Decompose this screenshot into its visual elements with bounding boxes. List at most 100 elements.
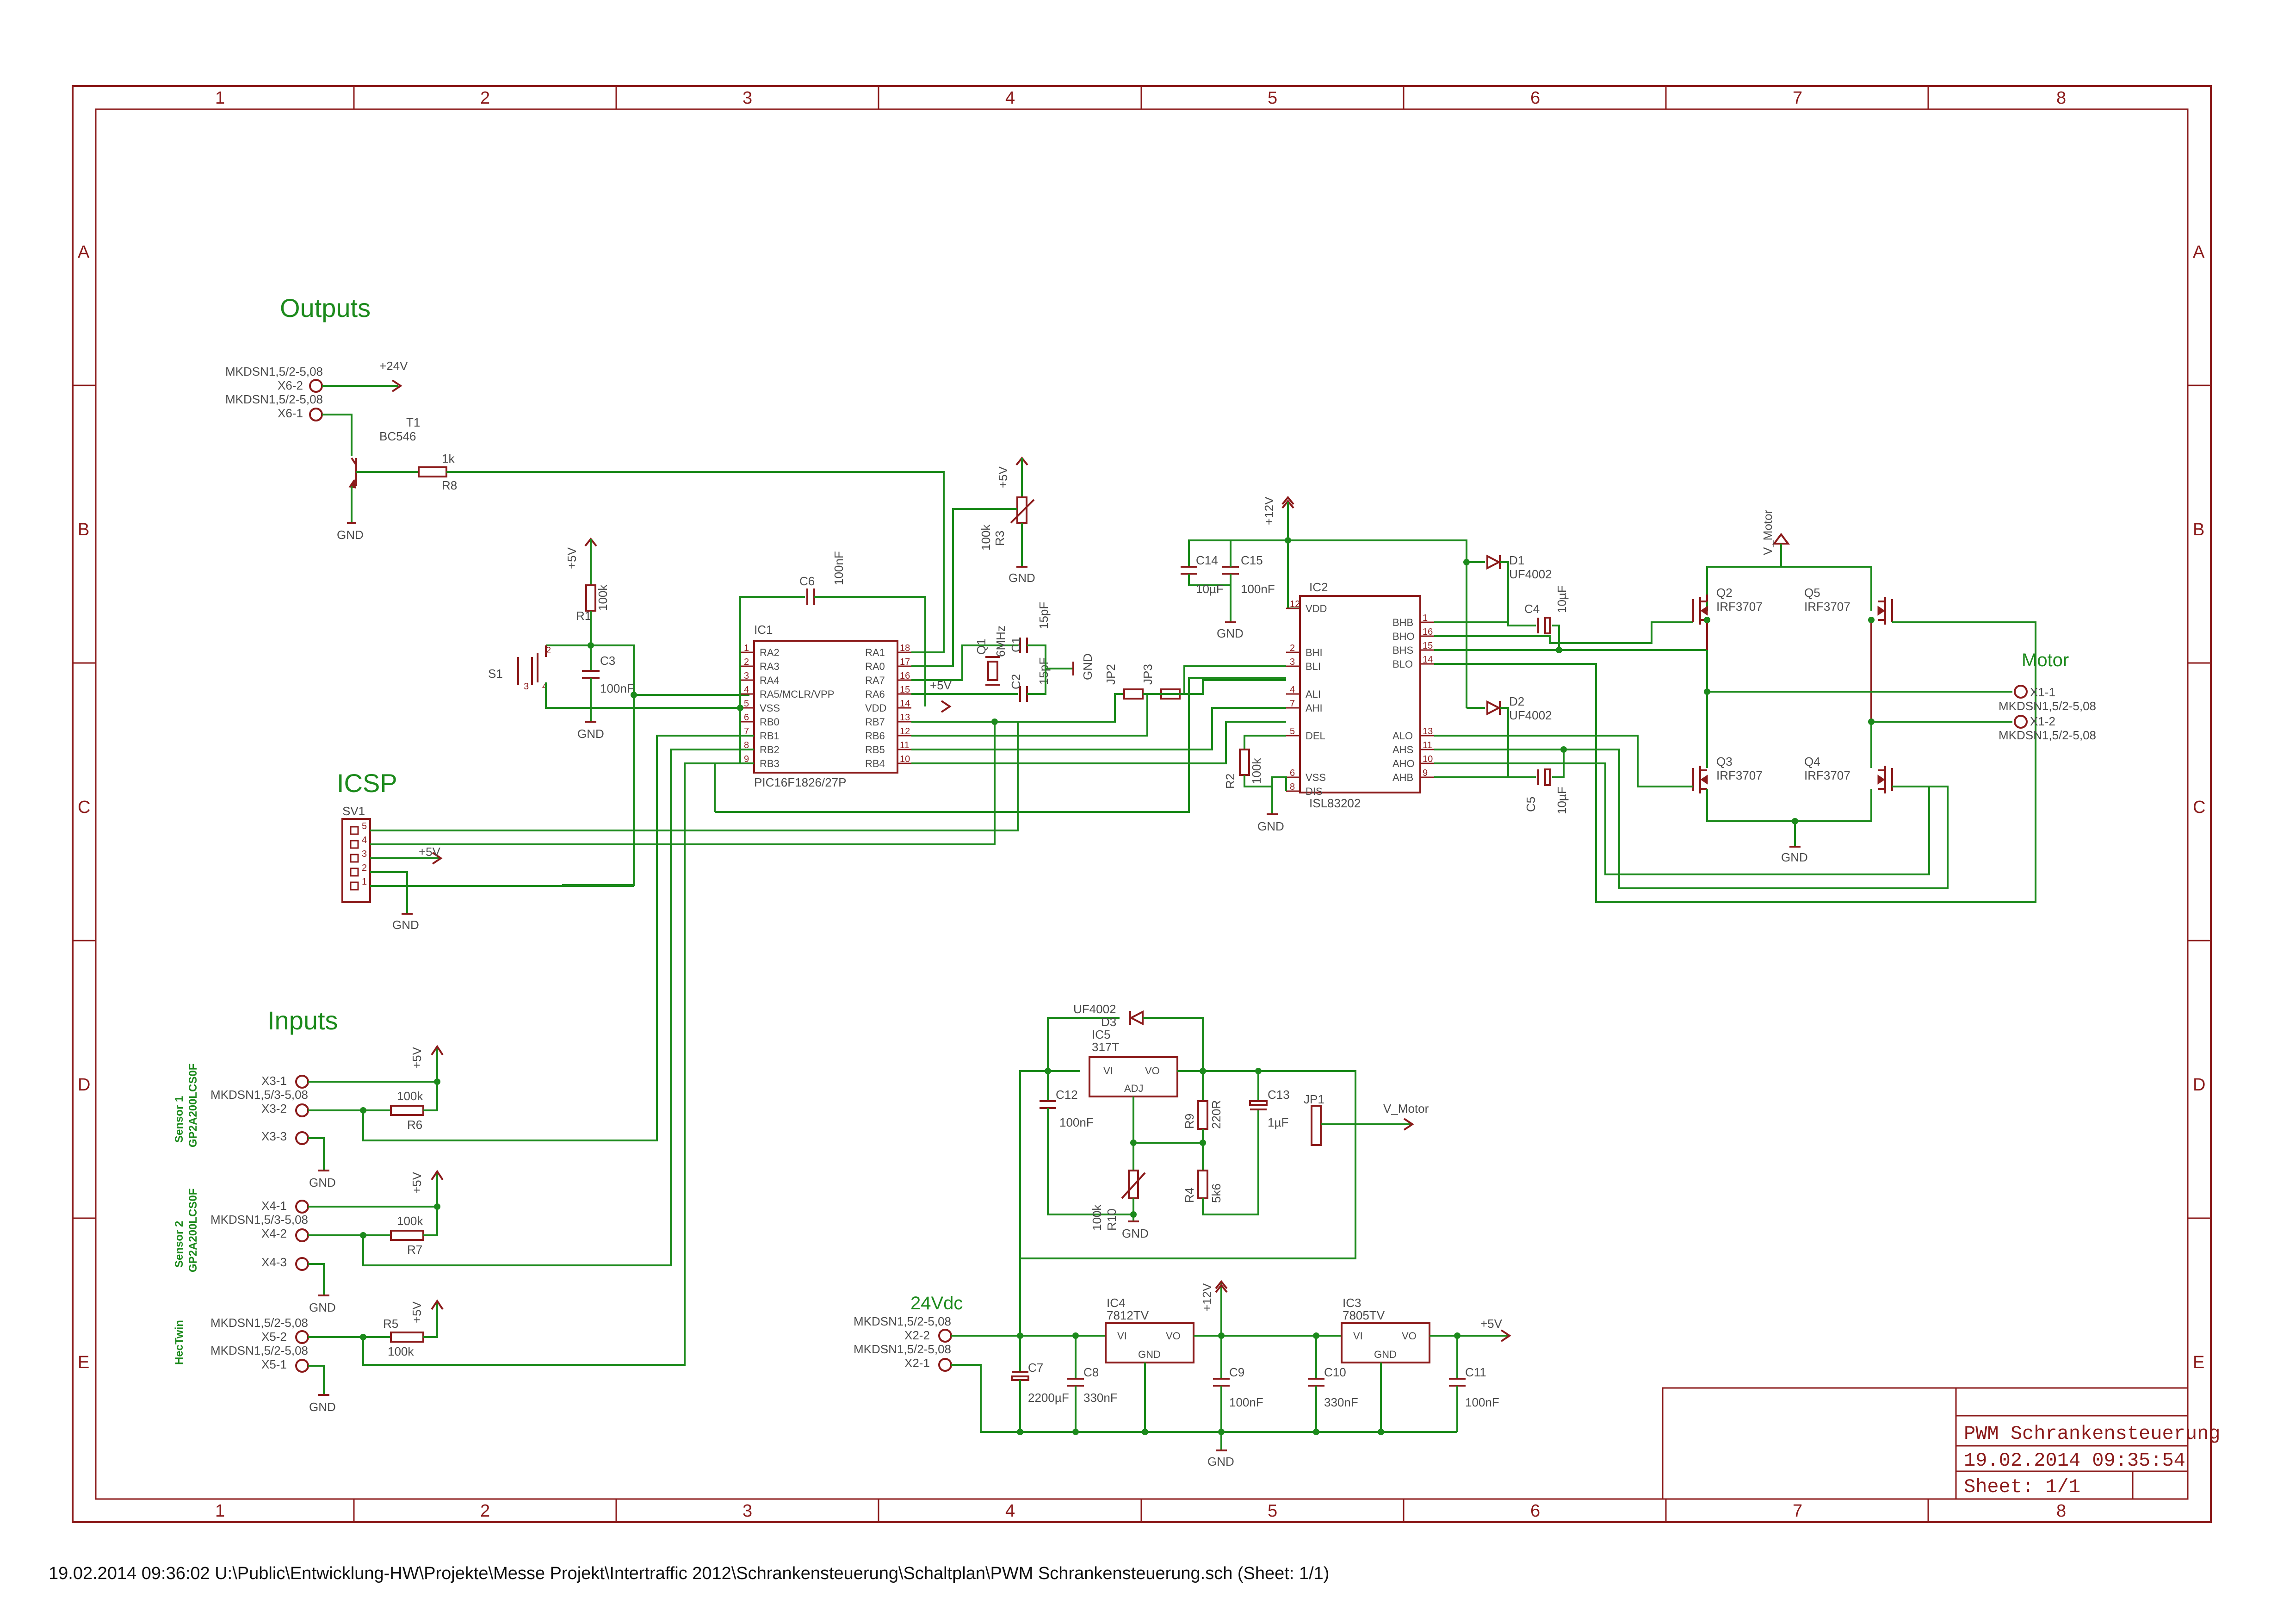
sensor1-label: Sensor 1 xyxy=(173,1096,186,1143)
c14-value: 10µF xyxy=(1196,582,1224,596)
ic2-pin-num: 3 xyxy=(1290,657,1295,667)
ic1-pin-label: RA5/MCLR/VPP xyxy=(760,688,834,700)
sv1-pin xyxy=(350,854,359,863)
ic2-pin-num: 16 xyxy=(1423,627,1433,637)
ic1-pin-num: 11 xyxy=(900,740,910,750)
r4-name: R4 xyxy=(1182,1188,1196,1203)
grid-row-label: A xyxy=(78,242,90,262)
ic2-pin-label: AHS xyxy=(1392,744,1413,756)
q4-value: IRF3707 xyxy=(1804,768,1850,782)
vmotor-out-label: V_Motor xyxy=(1383,1102,1429,1115)
sv1-pin-num: 4 xyxy=(362,835,367,845)
c7-value: 2200µF xyxy=(1028,1391,1069,1405)
x4-1-label: X4-1 xyxy=(261,1199,287,1213)
d1-value: UF4002 xyxy=(1509,567,1552,581)
ic2-pin-num: 5 xyxy=(1290,726,1295,737)
x1-2-terminal[interactable] xyxy=(2014,715,2028,729)
ic1-name: IC1 xyxy=(754,623,773,637)
x4-2-terminal[interactable] xyxy=(295,1228,309,1242)
x3-2-terminal[interactable] xyxy=(295,1103,309,1117)
ic2-pin-label: AHI xyxy=(1306,702,1323,714)
x5-2-label: X5-2 xyxy=(261,1330,287,1344)
grid-col-label: 6 xyxy=(1530,88,1540,108)
c15-name: C15 xyxy=(1241,553,1263,567)
ic2-pin-num: 7 xyxy=(1290,699,1295,709)
grid-col-label: 8 xyxy=(2056,1501,2066,1521)
r2-resistor xyxy=(1239,749,1250,776)
r1-name: R1 xyxy=(576,609,591,623)
t1-name: T1 xyxy=(406,415,420,429)
x3-1-label: X3-1 xyxy=(261,1074,287,1088)
x6-2-terminal[interactable] xyxy=(309,379,323,393)
r3-name: R3 xyxy=(993,531,1007,546)
h-bridge: V_Motor Q2 IRF3707 Q5 IRF3707 xyxy=(1675,509,2096,864)
ic3-name: IC3 xyxy=(1343,1296,1361,1310)
x5-gnd-label: GND xyxy=(309,1400,336,1414)
x6-1-terminal[interactable] xyxy=(309,408,323,421)
motor-regulator: UF4002 D3 IC5 317T VI VO ADJ C12 100nF R… xyxy=(1019,1002,1429,1261)
ic1-pin-label: RA6 xyxy=(865,688,885,700)
r10-value: 100k xyxy=(1090,1204,1104,1231)
ic2-value: ISL83202 xyxy=(1309,796,1361,810)
sv1-pin-num: 5 xyxy=(362,821,367,831)
ic2-pin-label: VSS xyxy=(1306,772,1326,783)
c6-value: 100nF xyxy=(832,551,846,585)
x1-1-terminal[interactable] xyxy=(2014,685,2028,699)
r3-value: 100k xyxy=(979,524,993,551)
ic1-pin-num: 5 xyxy=(744,699,749,709)
r2-gnd-label: GND xyxy=(1257,819,1284,833)
x3-1-terminal[interactable] xyxy=(295,1075,309,1089)
r3-5v-label: +5V xyxy=(996,466,1010,488)
ic2-pin-label: DIS xyxy=(1306,786,1323,797)
ic2-pin-label: VDD xyxy=(1306,603,1327,614)
s1-pin-3: 3 xyxy=(524,681,529,692)
x4-1-terminal[interactable] xyxy=(295,1200,309,1214)
t1-value: BC546 xyxy=(379,429,416,443)
x2-conn-label: MKDSN1,5/2-5,08 xyxy=(854,1314,951,1328)
grid-col-label: 4 xyxy=(1005,88,1015,108)
sv1-body[interactable] xyxy=(341,818,371,903)
ic4-gnd: GND xyxy=(1138,1349,1161,1360)
ic5-adj: ADJ xyxy=(1124,1083,1144,1094)
c4-name: C4 xyxy=(1524,602,1540,616)
ic1-pin-label: RA7 xyxy=(865,675,885,686)
s1-name: S1 xyxy=(488,667,503,681)
r6-name: R6 xyxy=(407,1118,422,1132)
jp1-jumper[interactable] xyxy=(1311,1105,1322,1146)
ic1-pin-label: RB3 xyxy=(760,758,780,769)
jp2-jumper[interactable] xyxy=(1123,688,1144,700)
c12-name: C12 xyxy=(1056,1088,1078,1102)
ic1-pin-label: RB4 xyxy=(865,758,885,769)
ic2-12v-arrow-icon xyxy=(1281,496,1294,505)
x2-2-terminal[interactable] xyxy=(938,1329,952,1343)
c2-name: C2 xyxy=(1009,674,1023,689)
d1-diode-icon xyxy=(1486,554,1501,570)
x4-3-terminal[interactable] xyxy=(295,1257,309,1271)
r1-5v-label: +5V xyxy=(565,547,579,569)
ic2-pin-label: ALO xyxy=(1392,730,1413,742)
r4-value: 5k6 xyxy=(1209,1183,1223,1203)
ic1-pin-label: RA1 xyxy=(865,647,885,658)
x3-conn-label: MKDSN1,5/3-5,08 xyxy=(210,1088,308,1102)
plus24v-arrow-icon xyxy=(391,379,402,392)
r7-name: R7 xyxy=(407,1243,422,1257)
x5-1-terminal[interactable] xyxy=(295,1359,309,1373)
ic2-pin-num: 11 xyxy=(1423,740,1432,750)
r3-resistor[interactable] xyxy=(1016,496,1027,524)
ic1-pin-label: RA2 xyxy=(760,647,780,658)
ic1-pin-label: VSS xyxy=(760,702,780,714)
ic1-pin-label: RB6 xyxy=(865,730,885,742)
ic1-pin-label: RB5 xyxy=(865,744,885,756)
oscillator: Q1 6MHz C1 15pF C2 15pF GND xyxy=(911,602,1095,702)
x5-2-terminal[interactable] xyxy=(295,1330,309,1344)
s1-pin-2: 2 xyxy=(546,645,551,656)
r5-value: 100k xyxy=(388,1344,414,1358)
jumpers: JP2 JP3 xyxy=(911,664,1286,764)
ic3-vi: VI xyxy=(1353,1330,1363,1342)
d3-value: UF4002 xyxy=(1073,1002,1116,1016)
x3-3-terminal[interactable] xyxy=(295,1131,309,1145)
osc-gnd-label: GND xyxy=(1081,653,1095,680)
x2-1-terminal[interactable] xyxy=(938,1358,952,1372)
d1-name: D1 xyxy=(1509,553,1524,567)
ic2-pin-label: ALI xyxy=(1306,688,1321,700)
